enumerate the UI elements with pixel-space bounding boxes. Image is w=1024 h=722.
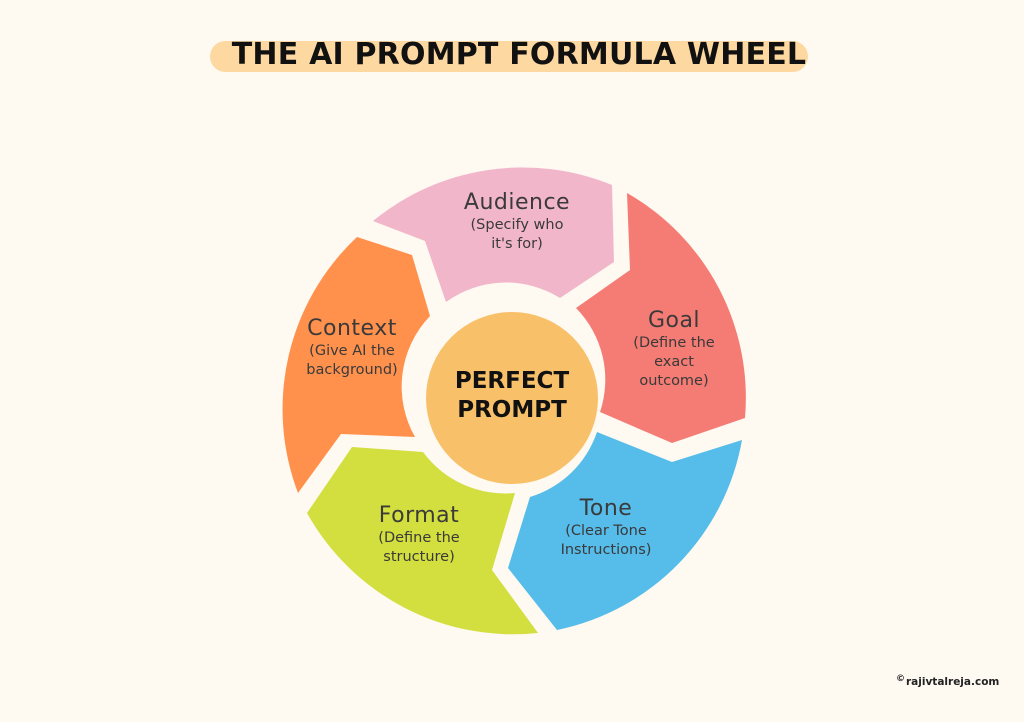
credit: ©rajivtalreja.com: [896, 674, 1000, 688]
segment-description: (Define the structure): [378, 530, 460, 565]
segment-description: (Define the exact outcome): [633, 335, 715, 389]
segment-label-context: Context (Give AI the background): [306, 316, 397, 380]
segment-context: [282, 237, 430, 493]
segment-goal: [576, 193, 746, 443]
page-title: THE AI PROMPT FORMULA WHEEL: [231, 37, 807, 72]
segment-description: (Specify who it's for): [470, 217, 564, 252]
segment-label-goal: Goal (Define the exact outcome): [633, 308, 714, 391]
segment-title: Format: [378, 503, 460, 528]
segment-description: (Clear Tone Instructions): [560, 523, 652, 558]
segment-label-format: Format (Define the structure): [378, 503, 459, 567]
segment-format: [307, 447, 538, 635]
segment-title: Audience: [463, 190, 571, 215]
segment-tone: [508, 432, 742, 630]
credit-text: rajivtalreja.com: [906, 676, 1000, 688]
segment-label-audience: Audience (Specify who it's for): [464, 190, 570, 254]
segment-description: (Give AI the background): [306, 343, 398, 378]
title-highlight: [210, 41, 808, 72]
center-label: PERFECT PROMPT: [454, 368, 570, 423]
copyright-icon: ©: [896, 674, 905, 684]
segment-label-tone: Tone (Clear Tone Instructions): [561, 496, 652, 560]
segment-audience: [373, 167, 614, 302]
center-circle: [426, 312, 598, 484]
segment-title: Tone: [579, 496, 633, 521]
segment-title: Context: [307, 316, 397, 341]
segment-title: Goal: [647, 308, 701, 333]
